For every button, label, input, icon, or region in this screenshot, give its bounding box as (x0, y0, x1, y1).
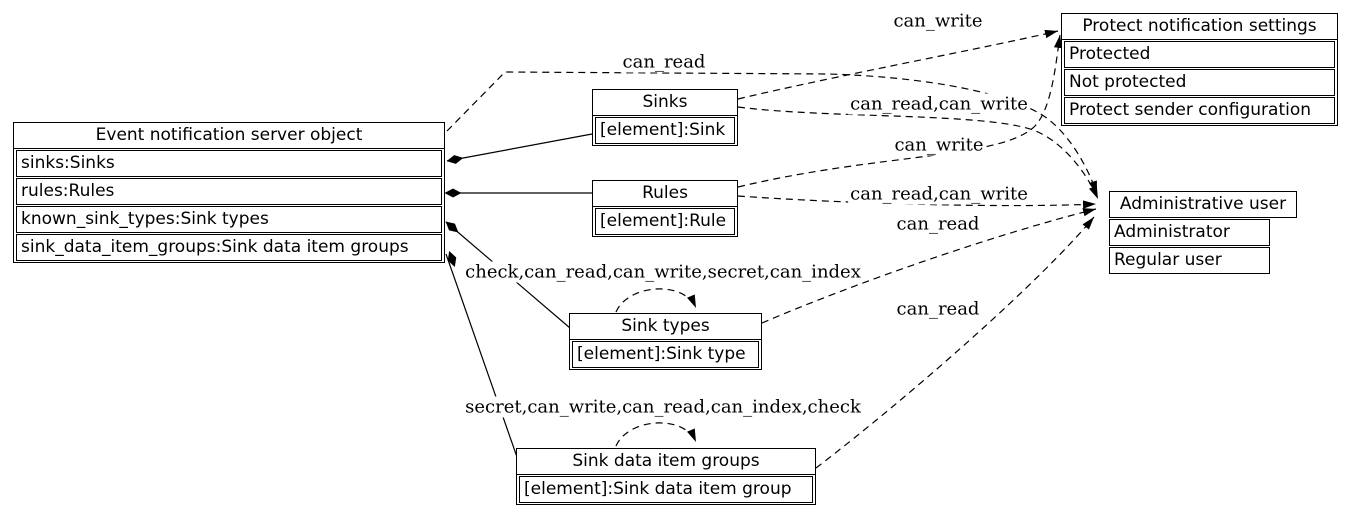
edge-label-sdig-self-loop: secret,can_write,can_read,can_index,chec… (463, 396, 863, 418)
node-administrative-user: Administrative user Administrator Regula… (1109, 191, 1297, 274)
node-sinks: Sinks [element]:Sink (592, 89, 738, 146)
node-title: Sink data item groups (517, 449, 815, 475)
attribute-row-element-sink: [element]:Sink (595, 117, 735, 144)
attribute-row-sink-data-item-groups: sink_data_item_groups:Sink data item gro… (16, 234, 442, 261)
node-title: Event notification server object (14, 123, 444, 149)
edge-sinks-to-admin-user (737, 106, 1099, 200)
node-title: Administrative user (1109, 191, 1297, 218)
edge-sink-data-item-groups-to-admin-user (815, 216, 1095, 469)
attribute-row-sinks: sinks:Sinks (16, 150, 442, 177)
value-row-administrator: Administrator (1109, 219, 1270, 246)
edge-label-sinks-to-admin: can_read,can_write (848, 93, 1030, 115)
attribute-row-known-sink-types: known_sink_types:Sink types (16, 206, 442, 233)
edge-composition-sinks (446, 133, 593, 162)
edge-label-sdig-to-admin: can_read (894, 298, 982, 320)
node-title: Rules (593, 181, 737, 207)
edge-label-rules-to-admin: can_read,can_write (848, 183, 1030, 205)
edge-label-rules-to-protect: can_write (892, 134, 986, 156)
edge-sink-types-self-loop (615, 288, 697, 313)
node-sink-data-item-groups: Sink data item groups [element]:Sink dat… (516, 448, 816, 505)
value-row-not-protected: Not protected (1064, 69, 1335, 96)
composition-diamond-sink-types (445, 221, 459, 233)
attribute-row-element-sink-type: [element]:Sink type (572, 341, 759, 368)
edge-label-sinks-to-protect: can_write (891, 10, 985, 32)
node-protect-notification-settings: Protect notification settings Protected … (1061, 13, 1338, 126)
attribute-row-element-sink-data-item-group: [element]:Sink data item group (519, 476, 813, 503)
value-row-regular-user: Regular user (1109, 247, 1270, 274)
edge-label-sink-types-to-admin: can_read (894, 213, 982, 235)
node-title: Protect notification settings (1062, 14, 1337, 40)
edge-sinks-to-protect-settings (737, 29, 1059, 100)
edge-server-to-admin-user (446, 71, 1098, 195)
node-title: Sink types (570, 314, 761, 340)
edge-sink-data-item-groups-self-loop (615, 422, 697, 447)
edge-rules-to-protect-settings (737, 34, 1063, 188)
value-row-protected: Protected (1064, 41, 1335, 68)
node-rules: Rules [element]:Rule (592, 180, 738, 237)
node-event-notification-server-object: Event notification server object sinks:S… (13, 122, 445, 263)
attribute-row-element-rule: [element]:Rule (595, 208, 735, 235)
value-row-protect-sender-configuration: Protect sender configuration (1064, 97, 1335, 124)
node-title: Sinks (593, 90, 737, 116)
attribute-row-rules: rules:Rules (16, 178, 442, 205)
node-sink-types: Sink types [element]:Sink type (569, 313, 762, 370)
edge-composition-sink-data-item-groups (445, 253, 518, 458)
edge-label-sink-types-self-loop: check,can_read,can_write,secret,can_inde… (463, 261, 863, 283)
edge-label-server-to-admin: can_read (620, 51, 708, 73)
composition-diamond-sink-data-item-groups (447, 250, 457, 268)
composition-diamond-rules (444, 188, 462, 198)
composition-diamond-sinks (446, 155, 464, 164)
